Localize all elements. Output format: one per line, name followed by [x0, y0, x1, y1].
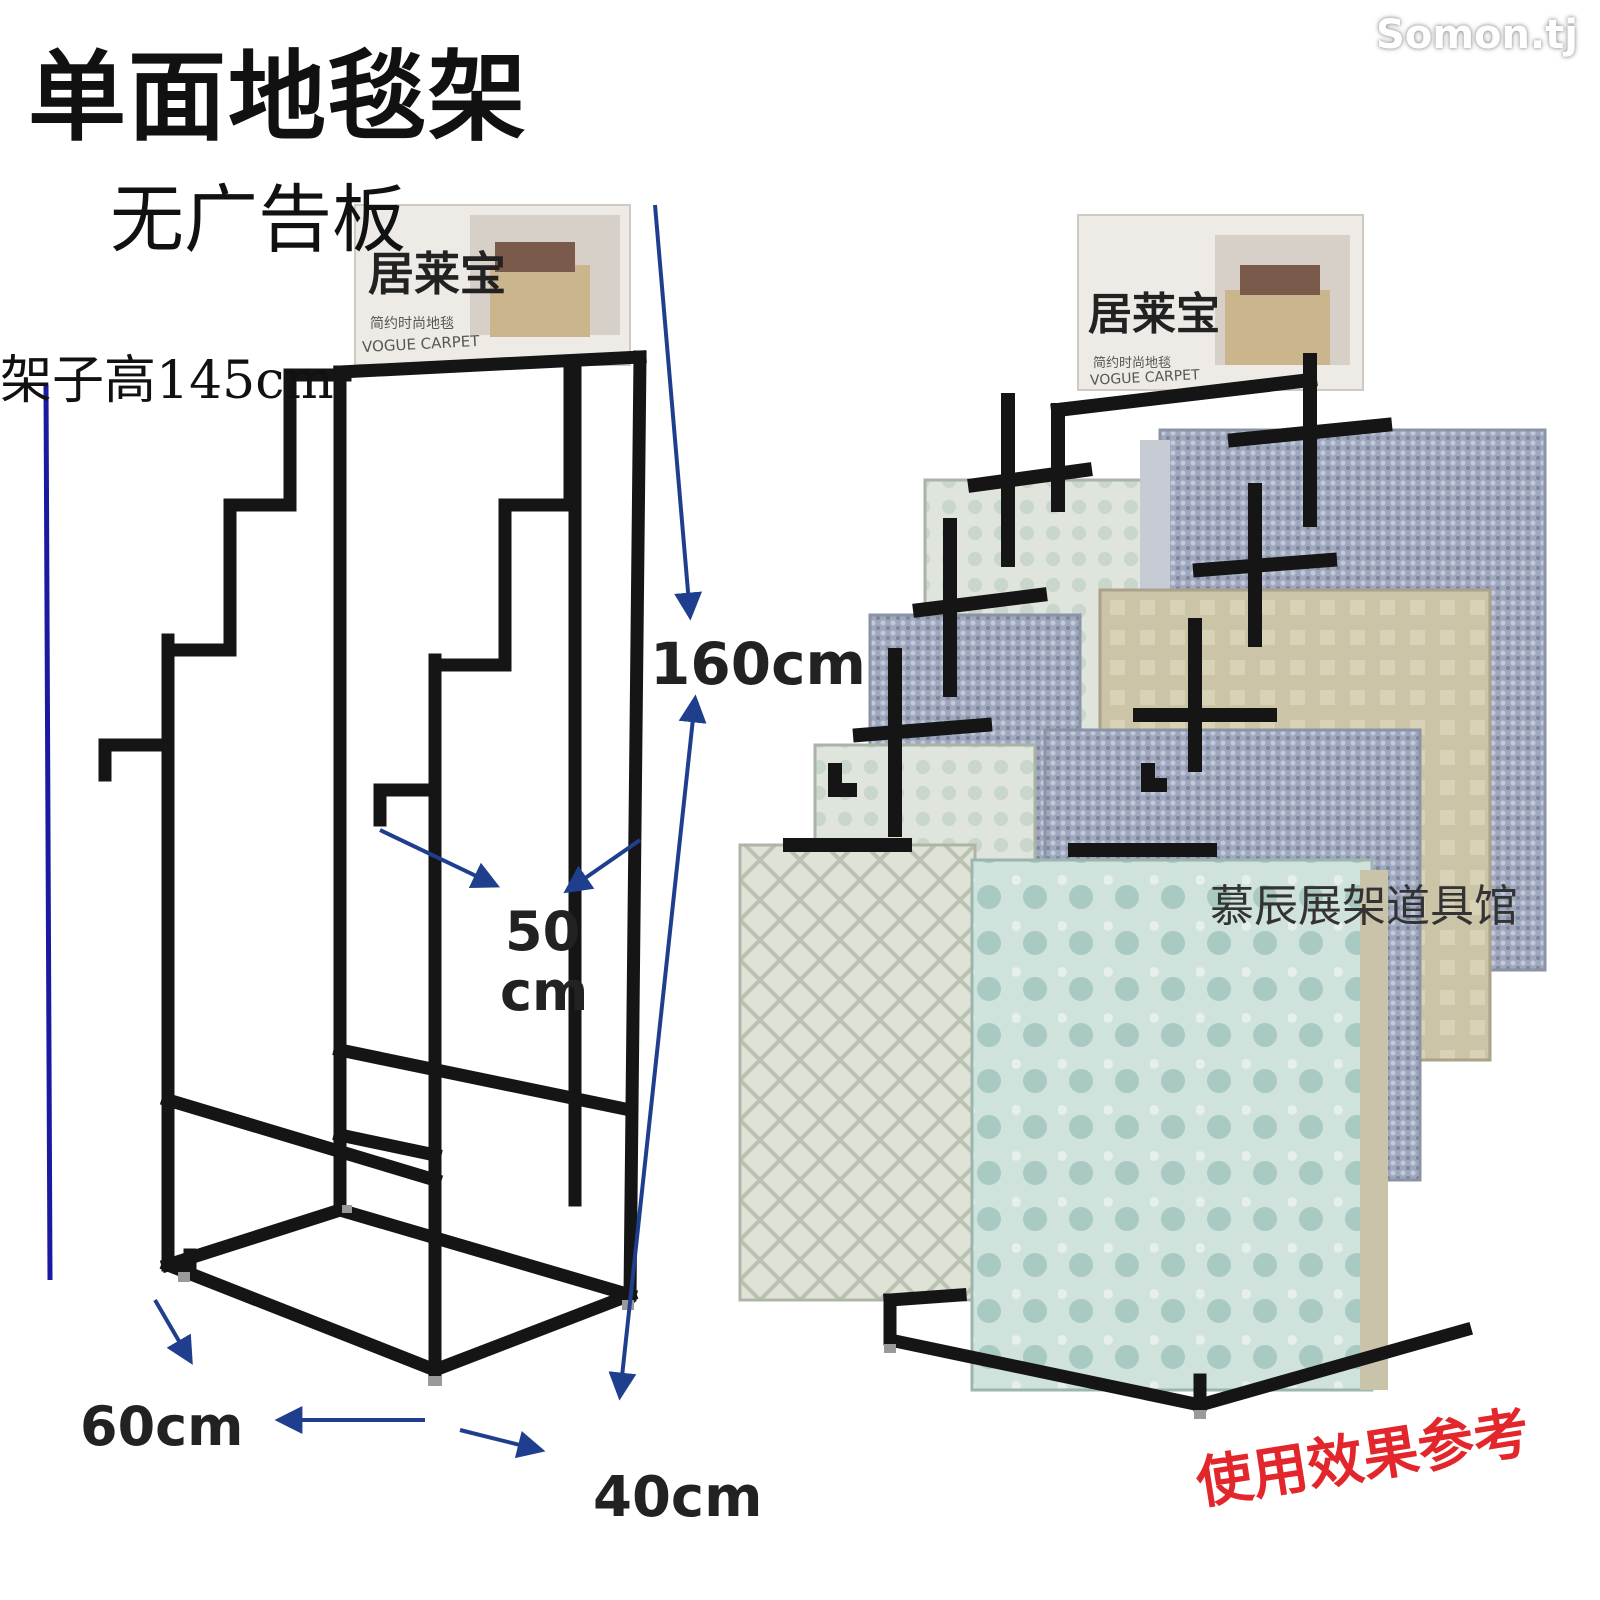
- height-note: 架子高145cm: [0, 351, 334, 411]
- height-line: [43, 384, 53, 1281]
- page-subtitle: 无广告板: [110, 177, 406, 263]
- dimension-40: 40cm: [593, 1465, 763, 1530]
- left-sign-sub: 简约时尚地毯: [370, 316, 454, 332]
- dimension-50-unit: cm: [500, 960, 589, 1023]
- page-title: 单面地毯架: [28, 41, 529, 155]
- right-sign-brand: 居莱宝: [1088, 289, 1220, 340]
- shop-name: 慕辰展架道具馆: [1210, 881, 1518, 932]
- dimension-arrows: [153, 204, 707, 1459]
- left-sign-brand: 居莱宝: [368, 247, 506, 301]
- dimension-50-number: 50: [505, 900, 581, 963]
- dimension-60: 60cm: [80, 1395, 244, 1458]
- right-sign-board: [1077, 214, 1364, 391]
- right-rack: [738, 214, 1547, 1419]
- left-rack: [98, 204, 647, 1377]
- left-sign-board: [354, 204, 631, 366]
- right-sign-sub: 简约时尚地毯: [1093, 356, 1172, 371]
- dimension-160: 160cm: [650, 630, 866, 698]
- watermark: Somon.tj: [1376, 12, 1578, 58]
